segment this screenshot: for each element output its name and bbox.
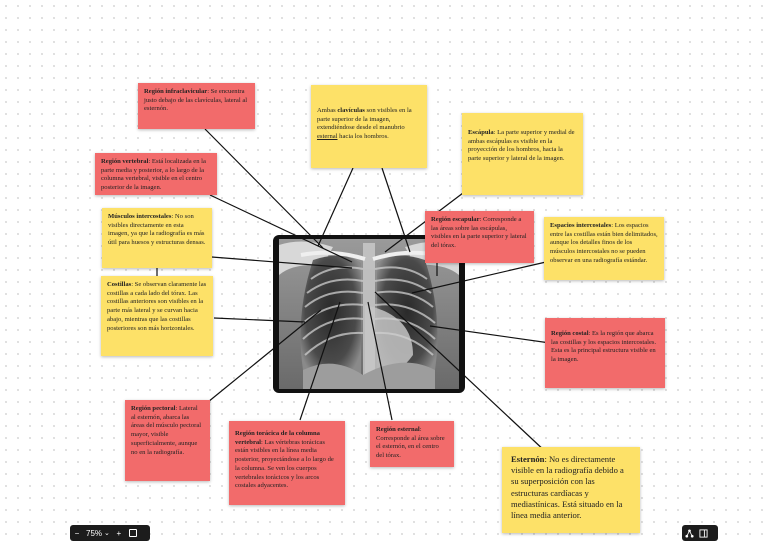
panel-icon-graphic bbox=[698, 528, 708, 538]
note-clavicles[interactable]: Ambas clavículas son visibles en la part… bbox=[311, 85, 427, 168]
note-title: Escápula bbox=[468, 129, 494, 136]
note-text: : Se encuentra justo debajo de las claví… bbox=[144, 88, 248, 113]
note-costal[interactable]: Región costal: Es la región que abarca l… bbox=[545, 318, 665, 388]
note-text: : La parte superior y medial de ambas es… bbox=[468, 129, 575, 163]
note-title: Músculos intercostales bbox=[108, 213, 172, 220]
chevron-down-icon: ⌄ bbox=[104, 530, 110, 537]
note-text: Ambas bbox=[317, 107, 338, 114]
note-text: : No son visibles directamente en esta i… bbox=[108, 213, 206, 247]
view-toolbar bbox=[682, 525, 718, 541]
note-title: Región escapular bbox=[431, 216, 480, 223]
zoom-out-button[interactable]: − bbox=[74, 528, 80, 538]
note-infraclavicular[interactable]: Región infraclavicular: Se encuentra jus… bbox=[138, 83, 255, 129]
note-sternum[interactable]: Esternón: No es directamente visible en … bbox=[502, 447, 640, 533]
share-icon-graphic bbox=[684, 528, 694, 538]
zoom-level-dropdown[interactable]: 75% ⌄ bbox=[84, 529, 112, 538]
note-sternal[interactable]: Región esternal: Corresponde al área sob… bbox=[370, 421, 454, 467]
note-title: Región vertebral bbox=[101, 158, 149, 165]
share-icon[interactable] bbox=[682, 525, 696, 541]
note-title: Región infraclavicular bbox=[144, 88, 208, 95]
zoom-level: 75% bbox=[86, 528, 103, 538]
note-text: : Es la región que abarca las costillas … bbox=[551, 330, 657, 364]
note-title: Región costal bbox=[551, 330, 589, 337]
note-title: Región torácica de la columna vertebral bbox=[235, 430, 320, 446]
zoom-toolbar: − 75% ⌄ + bbox=[70, 525, 150, 541]
note-title: Región pectoral bbox=[131, 405, 176, 412]
note-text: hacia los hombros. bbox=[337, 133, 389, 141]
note-scapula[interactable]: Escápula: La parte superior y medial de … bbox=[462, 113, 583, 195]
note-underline: esternal bbox=[317, 133, 338, 141]
note-title: Costillas bbox=[107, 281, 132, 288]
note-text: : Está localizada en la parte media y po… bbox=[101, 158, 206, 192]
note-pectoral[interactable]: Región pectoral: Lateral al esternón, ab… bbox=[125, 400, 210, 481]
note-text: : Lateral al esternón, abarca las áreas … bbox=[131, 405, 202, 456]
note-text: : Las vértebras torácicas están visibles… bbox=[235, 438, 334, 490]
note-text: : Los espacios entre las costillas están… bbox=[550, 222, 658, 264]
note-text: : Corresponde a las áreas sobre las escá… bbox=[431, 216, 527, 250]
note-intercostal-spaces[interactable]: Espacios intercostales: Los espacios ent… bbox=[544, 217, 664, 280]
note-thoracic-spine[interactable]: Región torácica de la columna vertebral:… bbox=[229, 421, 345, 505]
note-text: : Se observan claramente las costillas a… bbox=[107, 281, 207, 332]
note-ribs[interactable]: Costillas: Se observan claramente las co… bbox=[101, 276, 213, 356]
note-text: son visibles en la parte superior de la … bbox=[317, 107, 412, 132]
zoom-in-button[interactable]: + bbox=[116, 528, 122, 538]
note-title: Espacios intercostales bbox=[550, 222, 612, 229]
panel-toggle-icon[interactable] bbox=[696, 525, 710, 541]
fit-to-screen-icon[interactable] bbox=[126, 525, 140, 541]
note-vertebral[interactable]: Región vertebral: Está localizada en la … bbox=[95, 153, 217, 195]
note-title: Región esternal bbox=[376, 426, 420, 433]
note-scapular-region[interactable]: Región escapular: Corresponde a las área… bbox=[425, 211, 534, 263]
note-bold: clavículas bbox=[337, 107, 365, 114]
note-text: : Corresponde al área sobre el esternón,… bbox=[376, 426, 445, 460]
note-title: Esternón bbox=[511, 454, 545, 464]
note-intercostal-muscles[interactable]: Músculos intercostales: No son visibles … bbox=[102, 208, 212, 268]
note-text: : No es directamente visible en la radio… bbox=[511, 454, 624, 520]
